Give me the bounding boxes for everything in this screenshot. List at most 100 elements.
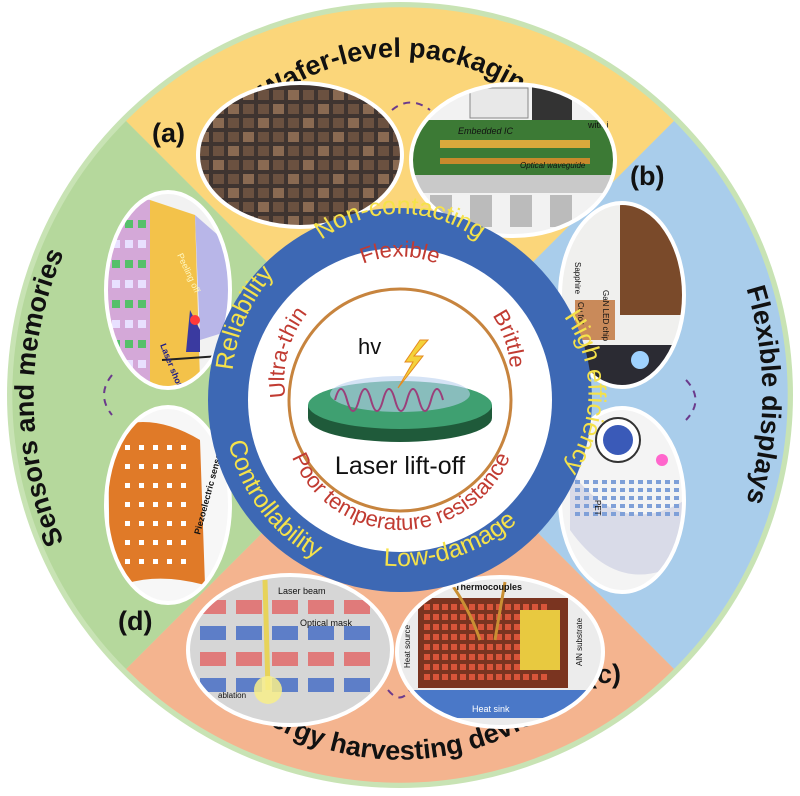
pattern-cell [451, 634, 457, 640]
pattern-cell [496, 654, 502, 660]
pattern-cell [139, 502, 144, 507]
pattern-cell [112, 260, 120, 268]
pattern-cell [333, 118, 344, 128]
pattern-cell [629, 480, 634, 484]
pattern-cell [469, 604, 475, 610]
pattern-cell [647, 488, 652, 492]
pattern-cell [303, 174, 314, 184]
pattern-cell [348, 132, 359, 142]
pattern-cell [665, 512, 670, 516]
pattern-cell [139, 521, 144, 526]
pattern-cell [487, 614, 493, 620]
pattern-cell [620, 480, 625, 484]
pattern-cell [318, 132, 329, 142]
pattern-cell [424, 674, 430, 680]
pattern-cell [258, 132, 269, 142]
pattern-cell [318, 118, 329, 128]
pattern-cell [213, 132, 224, 142]
pattern-cell [575, 496, 580, 500]
pattern-cell [602, 480, 607, 484]
pattern-cell [602, 512, 607, 516]
pattern-cell [433, 644, 439, 650]
pattern-cell [629, 512, 634, 516]
label-optical-waveguide: Optical waveguide [520, 161, 586, 170]
pattern-cell [303, 90, 314, 100]
pattern-cell [167, 464, 172, 469]
pattern-cell [181, 540, 186, 545]
pattern-cell [433, 624, 439, 630]
photo-wafer [196, 81, 404, 229]
pattern-cell [272, 626, 298, 640]
pattern-cell [303, 104, 314, 114]
photo-optical-mask-ablation: Laser beam Optical mask ablation [186, 573, 394, 727]
pattern-cell [611, 496, 616, 500]
pattern-cell [442, 644, 448, 650]
label-sapphire: Sapphire [573, 262, 582, 295]
pattern-cell [496, 644, 502, 650]
photon-energy-symbol: hv [358, 334, 381, 359]
pattern-cell [318, 146, 329, 156]
pattern-cell [200, 652, 226, 666]
pattern-cell [348, 160, 359, 170]
pattern-cell [532, 604, 538, 610]
pattern-cell [638, 488, 643, 492]
pattern-cell [505, 674, 511, 680]
pattern-cell [167, 502, 172, 507]
pattern-cell [258, 188, 269, 198]
pattern-cell [125, 240, 133, 248]
pattern-cell [378, 132, 389, 142]
pattern-cell [469, 664, 475, 670]
pattern-cell [303, 132, 314, 142]
pattern-cell [258, 160, 269, 170]
pattern-cell [258, 146, 269, 156]
pattern-cell [138, 320, 146, 328]
pattern-cell [575, 512, 580, 516]
pattern-cell [318, 202, 329, 212]
pattern-cell [138, 280, 146, 288]
pattern-cell [213, 188, 224, 198]
pattern-cell [487, 634, 493, 640]
pattern-cell [638, 504, 643, 508]
pattern-cell [647, 504, 652, 508]
pattern-cell [258, 90, 269, 100]
pattern-cell [139, 464, 144, 469]
pattern-cell [656, 504, 661, 508]
pattern-cell [460, 654, 466, 660]
pattern-cell [656, 480, 661, 484]
pattern-cell [424, 624, 430, 630]
pattern-cell [665, 504, 670, 508]
pattern-cell [153, 521, 158, 526]
pattern-cell [198, 132, 209, 142]
pattern-cell [153, 540, 158, 545]
pattern-cell [228, 188, 239, 198]
laser-lift-off-illustration: hv Laser lift-off [308, 334, 492, 480]
photo-flexible-pet-display: PET [558, 406, 686, 594]
pattern-cell [674, 496, 679, 500]
pattern-cell [469, 644, 475, 650]
pattern-cell [638, 480, 643, 484]
pattern-cell [333, 104, 344, 114]
pattern-cell [602, 488, 607, 492]
pattern-cell [139, 445, 144, 450]
pattern-cell [593, 512, 598, 516]
pattern-cell [288, 174, 299, 184]
pattern-cell [674, 488, 679, 492]
pattern-cell [303, 146, 314, 156]
pattern-cell [451, 604, 457, 610]
pattern-cell [424, 604, 430, 610]
pattern-cell [363, 118, 374, 128]
pattern-cell [308, 652, 334, 666]
label-gan-led-chip: GaN LED chip [601, 290, 610, 342]
pattern-cell [629, 496, 634, 500]
pattern-cell [213, 174, 224, 184]
pattern-cell [469, 634, 475, 640]
pattern-cell [139, 483, 144, 488]
pattern-cell [442, 674, 448, 680]
pattern-cell [228, 160, 239, 170]
pattern-cell [514, 644, 520, 650]
pattern-cell [442, 664, 448, 670]
pattern-cell [125, 540, 130, 545]
wavy-pattern [334, 388, 444, 412]
pattern-cell [273, 146, 284, 156]
pattern-cell [243, 132, 254, 142]
